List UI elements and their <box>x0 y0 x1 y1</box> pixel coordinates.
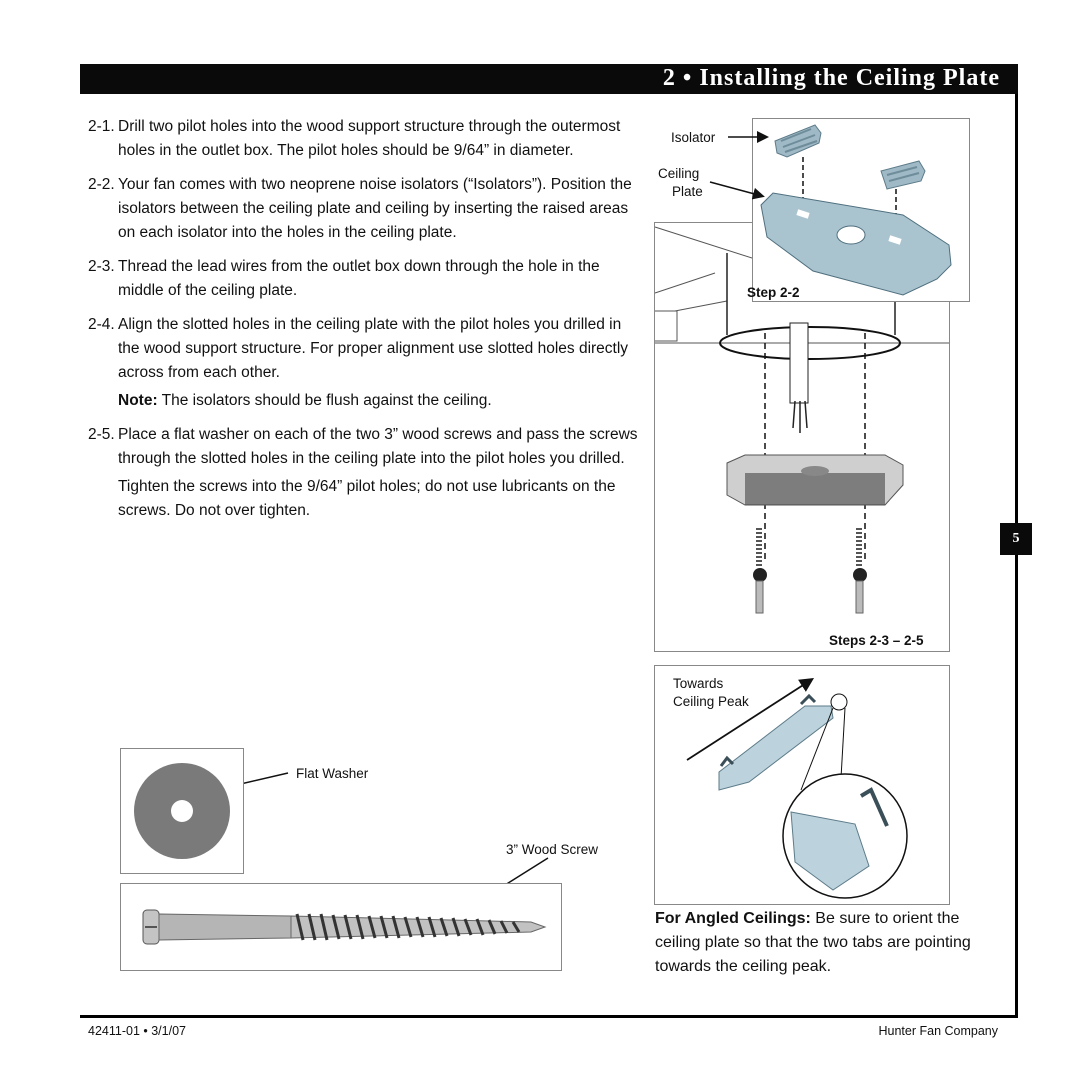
step-text: Thread the lead wires from the outlet bo… <box>118 258 600 299</box>
wood-screw-illustration <box>142 909 547 945</box>
step-number: 2-3. <box>88 258 115 275</box>
ceiling-peak-label: Ceiling Peak <box>673 694 749 709</box>
angled-plate-illustration <box>686 678 908 899</box>
angled-ceilings-label: For Angled Ceilings: <box>655 910 811 927</box>
step-text: Align the slotted holes in the ceiling p… <box>118 316 629 381</box>
page-number-tab: 5 <box>1000 523 1032 555</box>
page-title: 2 • Installing the Ceiling Plate <box>662 65 1000 91</box>
towards-label: Towards <box>673 676 724 691</box>
note-text: The isolators should be flush against th… <box>157 392 492 409</box>
instruction-steps: 2-1. Drill two pilot holes into the wood… <box>88 115 643 533</box>
step-2-5: 2-5. Place a flat washer on each of the … <box>88 423 643 471</box>
step-text: Your fan comes with two neoprene noise i… <box>118 176 632 241</box>
step-2-3: 2-3. Thread the lead wires from the outl… <box>88 255 643 303</box>
step-2-2: 2-2. Your fan comes with two neoprene no… <box>88 173 643 245</box>
frame-bottom-rule <box>80 1015 1018 1018</box>
step-2-2-caption: Step 2-2 <box>747 285 800 300</box>
screw-left <box>753 528 767 614</box>
steps-2-3-2-5-caption: Steps 2-3 – 2-5 <box>829 633 924 648</box>
ceiling-label: Ceiling <box>658 166 700 181</box>
step-number: 2-4. <box>88 316 115 333</box>
wood-screw-label: 3” Wood Screw <box>506 842 599 857</box>
angled-ceiling-figure: Towards Ceiling Peak <box>654 665 950 905</box>
isolator-plate-illustration <box>760 124 952 296</box>
footer-company: Hunter Fan Company <box>878 1024 998 1038</box>
step-text: Drill two pilot holes into the wood supp… <box>118 118 621 159</box>
step-number: 2-2. <box>88 176 115 193</box>
step-2-4: 2-4. Align the slotted holes in the ceil… <box>88 313 643 385</box>
screw-right <box>853 528 867 614</box>
header-bar: 2 • Installing the Ceiling Plate <box>80 64 1018 94</box>
step-2-2-figure: Step 2-2 <box>747 118 970 302</box>
angled-ceilings-caption: For Angled Ceilings: Be sure to orient t… <box>655 907 975 979</box>
note-label: Note: <box>118 392 158 409</box>
angled-ceilings-text: Be sure to orient the ceiling plate so t… <box>655 910 971 975</box>
flat-washer-label: Flat Washer <box>296 766 369 781</box>
flat-washer-figure <box>120 748 244 874</box>
step-number: 2-5. <box>88 426 115 443</box>
note: Note: The isolators should be flush agai… <box>118 389 643 413</box>
plate-label: Plate <box>672 184 703 199</box>
footer-doc-id: 42411-01 • 3/1/07 <box>88 1024 186 1038</box>
assembly-illustration <box>654 223 949 614</box>
step-number: 2-1. <box>88 118 115 135</box>
isolator-label: Isolator <box>671 130 716 145</box>
wood-screw-figure <box>120 883 562 971</box>
ceiling-plate-arrow <box>709 181 765 200</box>
flat-washer-illustration <box>134 763 230 859</box>
step-2-1: 2-1. Drill two pilot holes into the wood… <box>88 115 643 163</box>
frame-right-rule <box>1015 94 1018 1018</box>
step-2-5-continuation: Tighten the screws into the 9/64” pilot … <box>118 478 616 519</box>
step-text: Place a flat washer on each of the two 3… <box>118 426 638 467</box>
